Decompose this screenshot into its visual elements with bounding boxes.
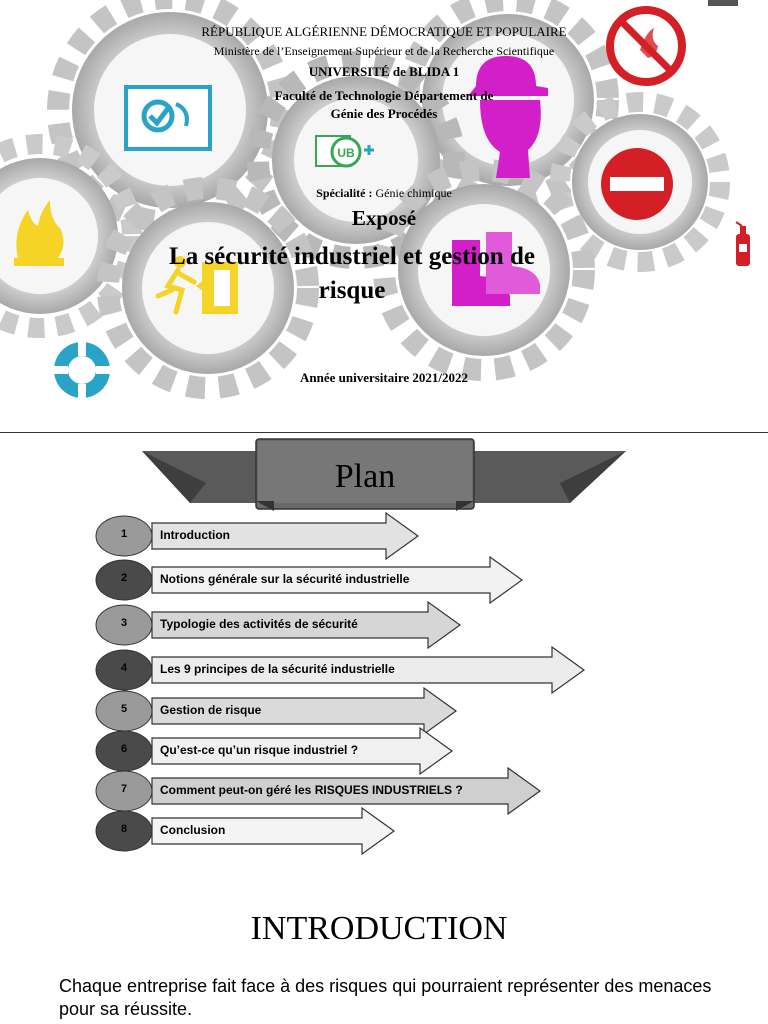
plan-number-7: 7 [120, 783, 128, 795]
faculty-name: Faculté de Technologie Département de [274, 88, 494, 103]
plan-item-4: Les 9 principes de la sécurité industrie… [160, 662, 395, 676]
plan-item-1: Introduction [160, 528, 230, 542]
fire-extinguisher-icon [735, 221, 750, 266]
plan-number-2: 2 [120, 572, 128, 584]
plan-number-3: 3 [120, 617, 128, 629]
plan-number-6: 6 [120, 743, 128, 755]
specialty-line: Spécialité : Génie chimique [0, 186, 768, 201]
expose-label: Exposé [351, 206, 417, 230]
plan-arrow-5 [151, 686, 458, 736]
ministry-header: Ministère de l’Enseignement Supérieur et… [213, 44, 555, 58]
plan-title: Plan [334, 458, 396, 495]
plan-item-3: Typologie des activités de sécurité [160, 617, 358, 631]
plan-graphics [95, 438, 626, 856]
plan-arrow-1 [151, 511, 420, 561]
plan-item-5: Gestion de risque [160, 703, 262, 717]
department-name: Génie des Procédés [330, 106, 438, 121]
emergency-exit-icon [155, 256, 238, 315]
plan-item-8: Conclusion [160, 823, 226, 837]
plan-arrow-4 [151, 645, 586, 695]
plan-item-7: Comment peut-on géré les RISQUES INDUSTR… [160, 783, 463, 797]
plan-arrow-8 [151, 806, 396, 856]
no-entry-icon [601, 148, 673, 220]
plan-number-circle-1 [95, 515, 153, 557]
plan-number-circle-4 [95, 649, 153, 691]
plan-number-circle-3 [95, 604, 153, 646]
cover-title: La sécurité industriel et gestion de ris… [169, 243, 535, 304]
corner-mark [708, 0, 738, 6]
specialty-label: Spécialité : [316, 186, 373, 200]
plan-number-circle-8 [95, 810, 153, 852]
no-fire-icon [606, 6, 686, 86]
flammable-icon [14, 200, 64, 266]
introduction-text: Chaque entreprise fait face à des risque… [59, 976, 712, 1019]
plan-arrow-6 [151, 726, 454, 776]
introduction-heading: INTRODUCTION [250, 910, 508, 947]
plan-number-circle-2 [95, 559, 153, 601]
plan-arrows [95, 511, 586, 856]
safety-boots-icon [452, 232, 540, 306]
plan-number-4: 4 [120, 662, 128, 674]
plan-arrow-3 [151, 600, 462, 650]
plan-number-8: 8 [120, 823, 128, 835]
clipboard-check-icon [124, 85, 212, 151]
slide-divider [0, 432, 768, 433]
plan-item-2: Notions générale sur la sécurité industr… [160, 572, 410, 586]
cover-slide: UB RÉPUBLIQUE ALGÉRIENNE DÉMOCRATIQUE ET… [0, 0, 768, 432]
lifebuoy-icon [54, 342, 110, 398]
plan-ribbon [142, 438, 626, 511]
plan-number-1: 1 [120, 528, 128, 540]
country-header: RÉPUBLIQUE ALGÉRIENNE DÉMOCRATIQUE ET PO… [201, 24, 567, 39]
gear-bottom-right [373, 159, 595, 381]
specialty-value: Génie chimique [375, 186, 452, 200]
academic-year: Année universitaire 2021/2022 [299, 370, 469, 385]
cover-background: UB [0, 0, 750, 399]
plan-arrow-2 [151, 555, 524, 605]
svg-text:UB: UB [337, 146, 355, 160]
plan-number-5: 5 [120, 703, 128, 715]
plan-item-6: Qu’est-ce qu’un risque industriel ? [160, 743, 359, 757]
worker-helmet-icon [468, 56, 548, 178]
university-logo-icon: UB [315, 135, 374, 168]
university-name: UNIVERSITÉ de BLIDA 1 [308, 64, 460, 79]
plan-arrow-7 [151, 766, 542, 816]
